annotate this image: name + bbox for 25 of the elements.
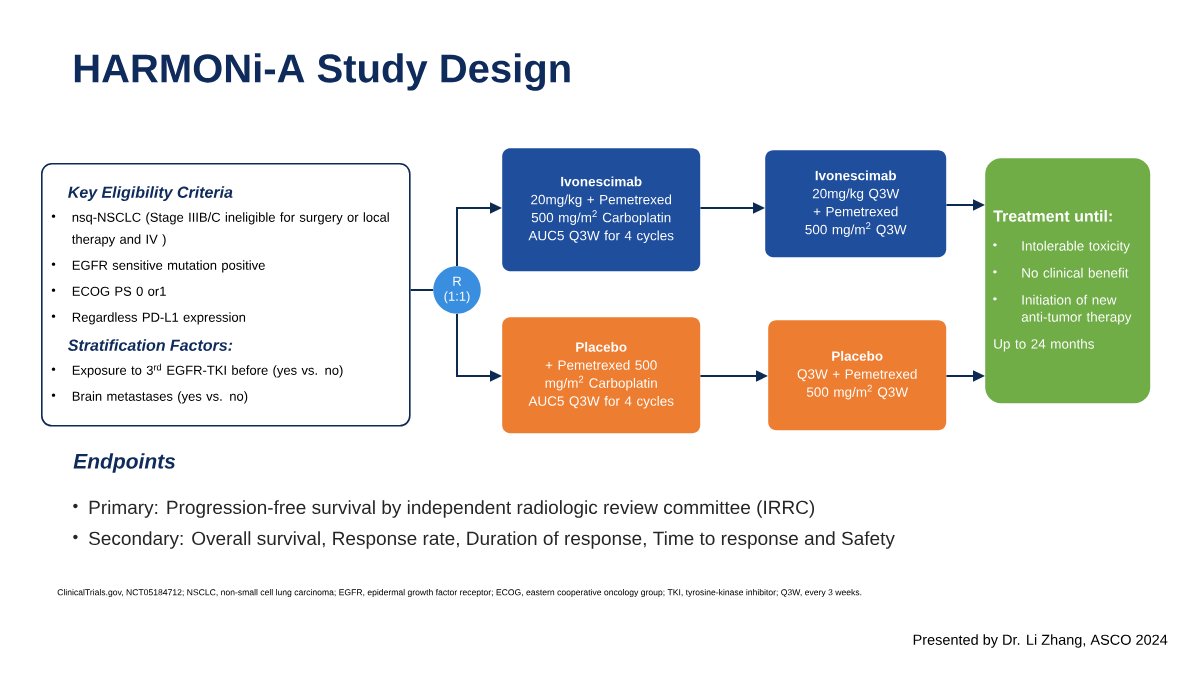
endpoints-heading: Endpoints bbox=[73, 453, 176, 473]
presenter-credit: Presented by Dr. Li Zhang, ASCO 2024 bbox=[913, 634, 1168, 648]
bullet-item: Brain metastases (yes vs. no) bbox=[51, 391, 248, 404]
bullet-item: EGFR sensitive mutation positive bbox=[51, 260, 265, 273]
bullet-item: Regardless PD-L1 expression bbox=[51, 312, 246, 325]
bullet-item: ECOG PS 0 or1 bbox=[51, 286, 166, 296]
list-heading: Stratification Factors: bbox=[68, 339, 233, 351]
outcome-box bbox=[985, 158, 1151, 404]
bullet-item: Intolerable toxicity bbox=[993, 240, 1130, 254]
treatment-box: Ivonescimab 20mg/kg Q3W + Pemetrexed 500 mg/m$^{2}$ Q3W bbox=[765, 150, 947, 258]
bullet-item: Exposure to 3$^{rd}$ EGFR-TKI before (yes vs. no) bbox=[51, 363, 343, 378]
slide-title: HARMONi-A Study Design bbox=[74, 53, 570, 91]
bullet-item: Secondary: Overall survival, Response rate, Duration of response, Time to response and Safety bbox=[73, 531, 895, 549]
bullet-item: Initiation of new anti-tumor therapy bbox=[993, 294, 1132, 325]
list-heading: Key Eligibility Criteria bbox=[68, 186, 233, 202]
treatment-box: Placebo + Pemetrexed 500 mg/m$^{2}$ Carboplatin AUC5 Q3W for 4 cycles bbox=[502, 317, 701, 434]
footnote: ClinicalTrials.gov, NCT05184712; NSCLC, non-small cell lung carcinoma; EGFR, epidermal growth factor receptor; ECOG, eastern cooperative oncology group; TKI, tyrosine-kinase inhibitor; Q3W, every 3 weeks. bbox=[57, 589, 862, 597]
bullet-item: nsq-NSCLC (Stage IIIB/C ineligible for surgery or local therapy and IV ) bbox=[51, 212, 389, 247]
duration-note: Up to 24 months bbox=[994, 338, 1094, 352]
treatment-box: Ivonescimab 20mg/kg + Pemetrexed 500 mg/m$^{2}$ Carboplatin AUC5 Q3W for 4 cycles bbox=[502, 148, 701, 272]
bullet-item: Primary: Progression-free survival by independent radiologic review committee (IRRC) bbox=[73, 500, 815, 518]
box-heading: Treatment until: bbox=[993, 210, 1112, 222]
bullet-item: No clinical benefit bbox=[993, 267, 1129, 278]
criteria-box bbox=[41, 163, 411, 427]
treatment-box: Placebo Q3W + Pemetrexed 500 mg/m$^{2}$ Q3W bbox=[768, 320, 947, 431]
